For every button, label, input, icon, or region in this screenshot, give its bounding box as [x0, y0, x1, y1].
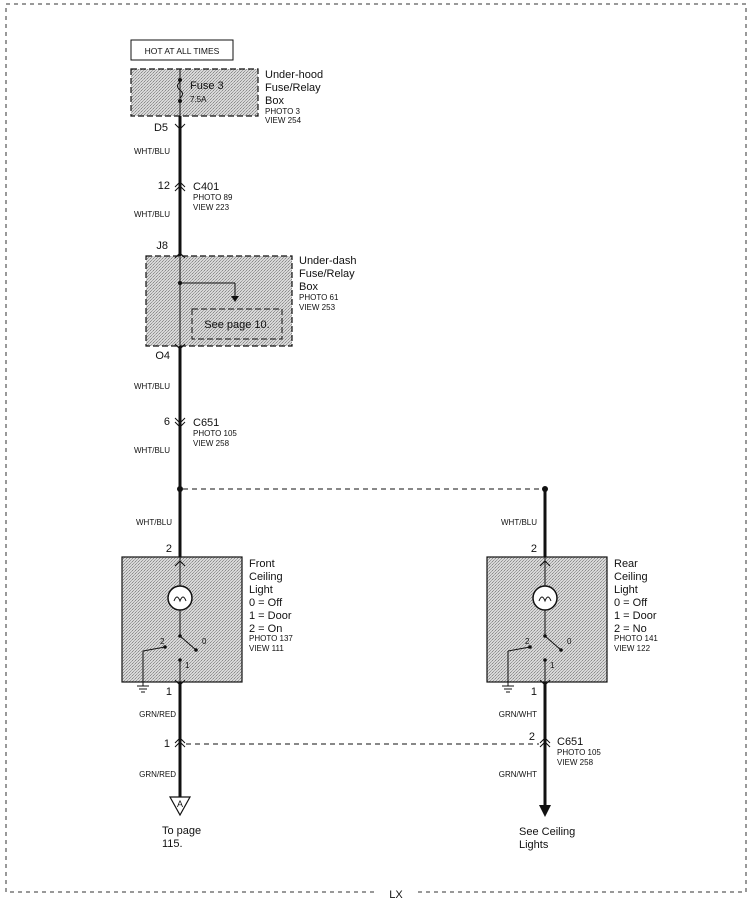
c651-bottom-pin-right: 2: [529, 731, 535, 743]
connector-c651-top: [174, 417, 186, 428]
rear-light-pos2: 2 = No: [614, 623, 647, 635]
front-ground-icon: [137, 682, 149, 693]
rear-light-line3: Light: [614, 584, 638, 596]
rear-ceiling-light: 2 0 1: [486, 556, 608, 686]
front-light-photo: PHOTO 137: [249, 634, 293, 643]
c401-view: VIEW 223: [193, 203, 230, 212]
underhood-fuse-box: Fuse 3 7.5A: [130, 68, 259, 117]
wire-color-label-1: WHT/BLU: [134, 147, 170, 156]
front-switch-blade: [179, 635, 197, 651]
rear-switch-pos0: 0: [567, 637, 572, 646]
front-light-pin-bottom: 1: [166, 686, 172, 698]
front-light-pos0: 0 = Off: [249, 597, 283, 609]
rear-light-pos0: 0 = Off: [614, 597, 648, 609]
rear-light-line1: Rear: [614, 558, 638, 570]
c651-top-name: C651: [193, 417, 219, 429]
wire-color-label-rear: WHT/BLU: [501, 518, 537, 527]
rear-switch-pos1: 1: [550, 661, 555, 670]
underhood-box-line1: Under-hood: [265, 69, 323, 81]
front-light-pin-top: 2: [166, 543, 172, 555]
front-light-line3: Light: [249, 584, 273, 596]
front-switch-pos0: 0: [202, 637, 207, 646]
underdash-box-line1: Under-dash: [299, 255, 356, 267]
rear-light-line2: Ceiling: [614, 571, 648, 583]
footer-label: LX: [389, 889, 403, 901]
rear-light-pos1: 1 = Door: [614, 610, 657, 622]
rear-switch-blade: [544, 635, 562, 651]
connector-c401: [174, 181, 186, 192]
rear-output-line1: See Ceiling: [519, 826, 575, 838]
front-light-pos2: 2 = On: [249, 623, 282, 635]
rear-light-pin-bottom: 1: [531, 686, 537, 698]
c651-top-photo: PHOTO 105: [193, 429, 237, 438]
front-switch-pos1: 1: [185, 661, 190, 670]
fuse3-symbol: [177, 81, 183, 99]
rear-ground-icon: [502, 682, 514, 693]
rear-output-arrow: [539, 805, 551, 817]
wire-color-label-2: WHT/BLU: [134, 210, 170, 219]
underdash-pin-o4: O4: [155, 350, 170, 362]
underdash-fuse-box: See page 10.: [145, 252, 293, 350]
terminal-d5: [174, 123, 186, 130]
fuse3-terminal-top: [178, 78, 182, 82]
underdash-box-photo: PHOTO 61: [299, 293, 339, 302]
c401-name: C401: [193, 181, 219, 193]
c651-bottom-view: VIEW 258: [557, 758, 594, 767]
underhood-box-line2: Fuse/Relay: [265, 82, 321, 94]
rear-switch-pos2: 2: [525, 637, 530, 646]
see-page-10-label: See page 10.: [204, 319, 269, 331]
front-switch-pos2: 2: [160, 637, 165, 646]
front-light-view: VIEW 111: [249, 644, 284, 653]
front-light-line1: Front: [249, 558, 275, 570]
c651-top-view: VIEW 258: [193, 439, 230, 448]
front-output-line2: 115.: [162, 838, 183, 850]
c651-bottom-photo: PHOTO 105: [557, 748, 601, 757]
front-ceiling-light: 2 0 1: [121, 556, 243, 686]
front-light-pos1: 1 = Door: [249, 610, 292, 622]
fuse3-pin-d5: D5: [154, 122, 168, 134]
underdash-box-view: VIEW 253: [299, 303, 336, 312]
front-output-ref-letter: A: [177, 799, 183, 809]
hot-at-all-times-label: HOT AT ALL TIMES: [130, 39, 234, 61]
c401-pin: 12: [158, 180, 170, 192]
fuse3-name: Fuse 3: [190, 80, 224, 92]
svg-text:HOT AT ALL TIMES: HOT AT ALL TIMES: [145, 46, 220, 56]
front-bulb-icon: [167, 585, 193, 611]
rear-light-view: VIEW 122: [614, 644, 651, 653]
rear-light-pin-top: 2: [531, 543, 537, 555]
wire-color-label-grnwht-1: GRN/WHT: [499, 710, 537, 719]
underdash-pin-j8: J8: [156, 240, 168, 252]
wire-color-label-front: WHT/BLU: [136, 518, 172, 527]
wire-color-label-3: WHT/BLU: [134, 382, 170, 391]
wire-color-label-4: WHT/BLU: [134, 446, 170, 455]
underhood-box-photo: PHOTO 3: [265, 107, 301, 116]
fuse3-terminal-bottom: [178, 99, 182, 103]
front-output-line1: To page: [162, 825, 201, 837]
wire-color-label-grnwht-2: GRN/WHT: [499, 770, 537, 779]
rear-light-photo: PHOTO 141: [614, 634, 658, 643]
front-light-line2: Ceiling: [249, 571, 283, 583]
see-page-10-box: [191, 308, 283, 340]
underdash-box-line3: Box: [299, 281, 318, 293]
c651-bottom-pin-left: 1: [164, 738, 170, 750]
c401-photo: PHOTO 89: [193, 193, 233, 202]
fuse3-rating: 7.5A: [190, 95, 207, 104]
connector-c651-bottom-rear: [539, 737, 551, 748]
footer-label-gap: [376, 886, 416, 898]
wire-color-label-grnred-2: GRN/RED: [139, 770, 176, 779]
c651-top-pin: 6: [164, 416, 170, 428]
c651-bottom-name: C651: [557, 736, 583, 748]
rear-output-line2: Lights: [519, 839, 549, 851]
page-border: [5, 3, 747, 893]
underhood-box-view: VIEW 254: [265, 116, 302, 125]
rear-bulb-icon: [532, 585, 558, 611]
underdash-box-line2: Fuse/Relay: [299, 268, 355, 280]
connector-c651-bottom-front: [174, 737, 186, 748]
front-output-reference: A: [168, 796, 192, 817]
wire-color-label-grnred-1: GRN/RED: [139, 710, 176, 719]
underhood-box-line3: Box: [265, 95, 284, 107]
